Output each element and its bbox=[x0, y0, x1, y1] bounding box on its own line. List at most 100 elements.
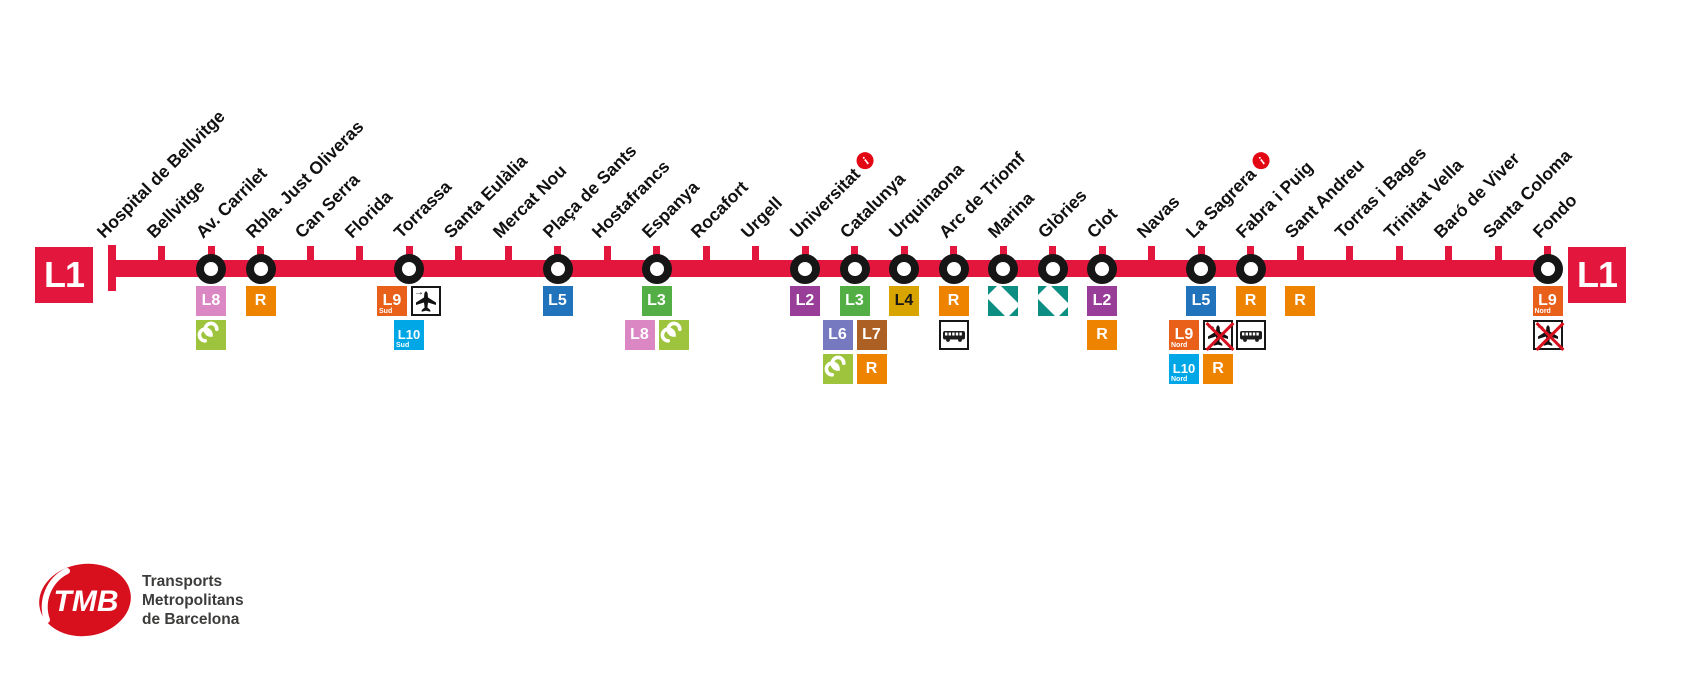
badge-branch-label: Nord bbox=[1534, 308, 1551, 315]
interchange-marker bbox=[839, 253, 870, 284]
badge-label: L5 bbox=[1191, 292, 1211, 309]
interchange-marker bbox=[245, 253, 276, 284]
connection-row: → bbox=[1532, 320, 1564, 351]
org-name-line: Metropolitans bbox=[142, 592, 244, 609]
station-tick bbox=[1395, 246, 1403, 264]
connection-row bbox=[1037, 286, 1068, 316]
info-icon: i bbox=[1249, 148, 1274, 173]
station-label: Clot bbox=[1081, 202, 1121, 242]
station-tick bbox=[1296, 246, 1304, 264]
station-connections: L5 bbox=[542, 286, 573, 316]
transfer-arrow-icon: → bbox=[414, 287, 424, 298]
fgc-icon bbox=[822, 354, 853, 384]
connection-row: L3 bbox=[641, 286, 672, 316]
badge-label: L9 bbox=[1174, 326, 1194, 343]
badge-label: L9 bbox=[382, 292, 402, 309]
station-name: Glòries bbox=[1033, 185, 1091, 242]
interchange-marker bbox=[1087, 253, 1117, 284]
svg-text:TMB: TMB bbox=[54, 585, 119, 618]
badge-label: L7 bbox=[862, 326, 881, 343]
interchange-marker bbox=[641, 253, 672, 284]
rodalies-badge: R bbox=[938, 286, 969, 316]
station-tick bbox=[702, 246, 710, 264]
badge-label: L4 bbox=[894, 292, 914, 309]
tram-icon bbox=[1037, 286, 1068, 316]
interchange-marker bbox=[1235, 253, 1266, 284]
station-connections: L2 bbox=[790, 286, 820, 316]
station-connections: L4 bbox=[889, 286, 919, 316]
line-l7-badge: L7 bbox=[856, 320, 887, 350]
rodalies-badge: R bbox=[1087, 320, 1117, 350]
connection-row: L2 bbox=[1087, 286, 1117, 316]
tmb-logo: TMB bbox=[39, 563, 131, 637]
badge-label: R bbox=[947, 292, 960, 309]
badge-label: R bbox=[254, 292, 267, 309]
line-l3-badge: L3 bbox=[641, 286, 672, 316]
connection-row: L6 L7 bbox=[822, 320, 887, 350]
rodalies-badge: R bbox=[1235, 286, 1266, 316]
connection-row: R bbox=[245, 286, 276, 316]
interchange-marker bbox=[196, 253, 226, 284]
org-name-line: Transports bbox=[142, 573, 223, 590]
connection-row bbox=[196, 320, 226, 350]
badge-label: L5 bbox=[548, 292, 567, 309]
connection-row: L2 bbox=[790, 286, 820, 316]
station-connections: L8 bbox=[196, 286, 226, 350]
interchange-marker bbox=[1037, 253, 1068, 284]
station-tick bbox=[1148, 246, 1155, 264]
line-l8-badge: L8 bbox=[624, 320, 655, 350]
line-l5-badge: L5 bbox=[542, 286, 573, 316]
connection-row: L3 bbox=[839, 286, 870, 316]
rodalies-badge: R bbox=[1285, 286, 1315, 316]
station-connections: R bbox=[938, 286, 969, 350]
badge-branch-label: Nord bbox=[1171, 376, 1188, 383]
badge-label: L2 bbox=[795, 292, 815, 309]
badge-label: L8 bbox=[630, 326, 649, 343]
connection-row: L8 bbox=[196, 286, 226, 316]
station-name: Urgell bbox=[736, 192, 786, 242]
badge-label: R bbox=[1096, 326, 1108, 343]
station-tick bbox=[306, 246, 314, 264]
connection-row: R bbox=[1087, 320, 1117, 350]
station-label: Navas bbox=[1131, 190, 1183, 242]
line-l6-badge: L6 bbox=[822, 320, 853, 350]
interchange-marker bbox=[790, 253, 820, 284]
badge-label: R bbox=[1294, 292, 1306, 309]
station-tick bbox=[1494, 246, 1502, 264]
connection-row: R bbox=[938, 286, 969, 316]
station-tick bbox=[1346, 246, 1353, 264]
info-icon: i bbox=[853, 148, 878, 173]
line-l5-badge: L5 bbox=[1186, 286, 1216, 316]
line-l8-badge: L8 bbox=[196, 286, 226, 316]
org-name-line: de Barcelona bbox=[142, 611, 240, 628]
interchange-marker bbox=[889, 253, 919, 284]
rodalies-badge: R bbox=[1203, 354, 1233, 384]
badge-branch-label: Sud bbox=[396, 342, 410, 349]
station-tick bbox=[504, 246, 512, 264]
station-name: Clot bbox=[1082, 203, 1122, 242]
station-tick bbox=[1445, 246, 1452, 264]
connection-row bbox=[938, 320, 969, 350]
badge-label: L3 bbox=[845, 292, 864, 309]
badge-label: L2 bbox=[1092, 292, 1112, 309]
l1-terminal-box-right: L1 bbox=[1568, 247, 1626, 303]
line-l2-badge: L2 bbox=[790, 286, 820, 316]
badge-label: L8 bbox=[201, 292, 221, 309]
rodalies-badge: R bbox=[856, 354, 887, 384]
station-tick bbox=[752, 246, 759, 264]
